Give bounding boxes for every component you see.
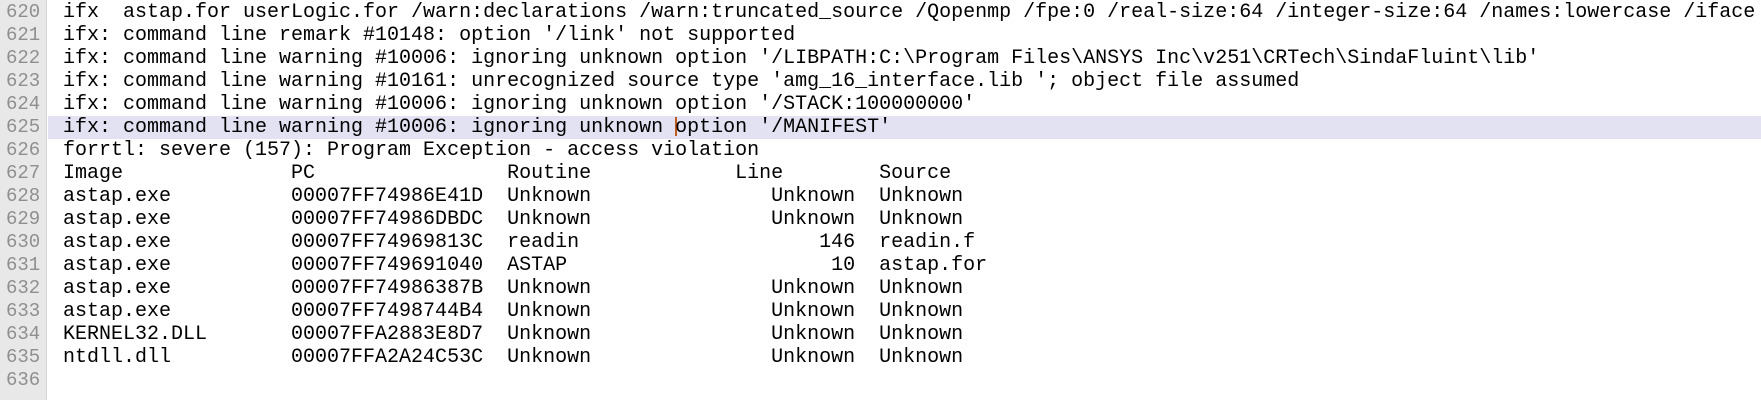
line-number: 621 xyxy=(6,24,41,46)
line-number: 631 xyxy=(6,254,41,276)
line-number: 628 xyxy=(6,185,41,207)
line-number: 620 xyxy=(6,1,41,23)
code-line[interactable]: forrtl: severe (157): Program Exception … xyxy=(63,139,760,162)
code-line[interactable] xyxy=(48,369,1761,392)
code-line[interactable]: KERNEL32.DLL 00007FFA2883E8D7 Unknown Un… xyxy=(63,323,964,346)
code-line[interactable]: astap.exe 00007FF74969813C readin 146 re… xyxy=(63,231,976,254)
code-line[interactable]: astap.exe 00007FF7498744B4 Unknown Unkno… xyxy=(63,300,964,323)
code-line-current[interactable]: ifx: command line warning #10006: ignori… xyxy=(48,116,1761,139)
code-line[interactable]: astap.exe 00007FF74986E41D Unknown Unkno… xyxy=(63,185,964,208)
code-line[interactable]: Image PC Routine Line Source xyxy=(63,162,952,185)
line-number: 625 xyxy=(6,116,41,138)
text-after-caret: option '/MANIFEST' xyxy=(675,116,892,139)
line-number: 630 xyxy=(6,231,41,253)
line-number: 635 xyxy=(6,346,41,368)
line-number: 636 xyxy=(6,369,41,391)
line-number: 629 xyxy=(6,208,41,230)
line-number: 623 xyxy=(6,70,41,92)
editor-content[interactable]: ifx astap.for userLogic.for /warn:declar… xyxy=(48,0,1761,392)
line-number: 627 xyxy=(6,162,41,184)
text-caret xyxy=(675,117,678,136)
code-line[interactable]: ntdll.dll 00007FFA2A24C53C Unknown Unkno… xyxy=(63,346,964,369)
code-line[interactable]: ifx: command line remark #10148: option … xyxy=(63,24,796,47)
code-line[interactable]: astap.exe 00007FF749691040 ASTAP 10 asta… xyxy=(63,254,988,277)
code-line[interactable]: ifx: command line warning #10006: ignori… xyxy=(63,93,976,116)
code-line[interactable]: astap.exe 00007FF74986DBDC Unknown Unkno… xyxy=(63,208,964,231)
code-line[interactable]: ifx: command line warning #10161: unreco… xyxy=(63,70,1300,93)
line-number: 624 xyxy=(6,93,41,115)
code-line[interactable]: astap.exe 00007FF74986387B Unknown Unkno… xyxy=(63,277,964,300)
line-number: 632 xyxy=(6,277,41,299)
line-number: 633 xyxy=(6,300,41,322)
code-line[interactable]: ifx astap.for userLogic.for /warn:declar… xyxy=(63,1,1756,24)
text-before-caret: ifx: command line warning #10006: ignori… xyxy=(63,116,676,139)
code-line[interactable]: ifx: command line warning #10006: ignori… xyxy=(63,47,1540,70)
line-number: 622 xyxy=(6,47,41,69)
line-number: 634 xyxy=(6,323,41,345)
line-number: 626 xyxy=(6,139,41,161)
